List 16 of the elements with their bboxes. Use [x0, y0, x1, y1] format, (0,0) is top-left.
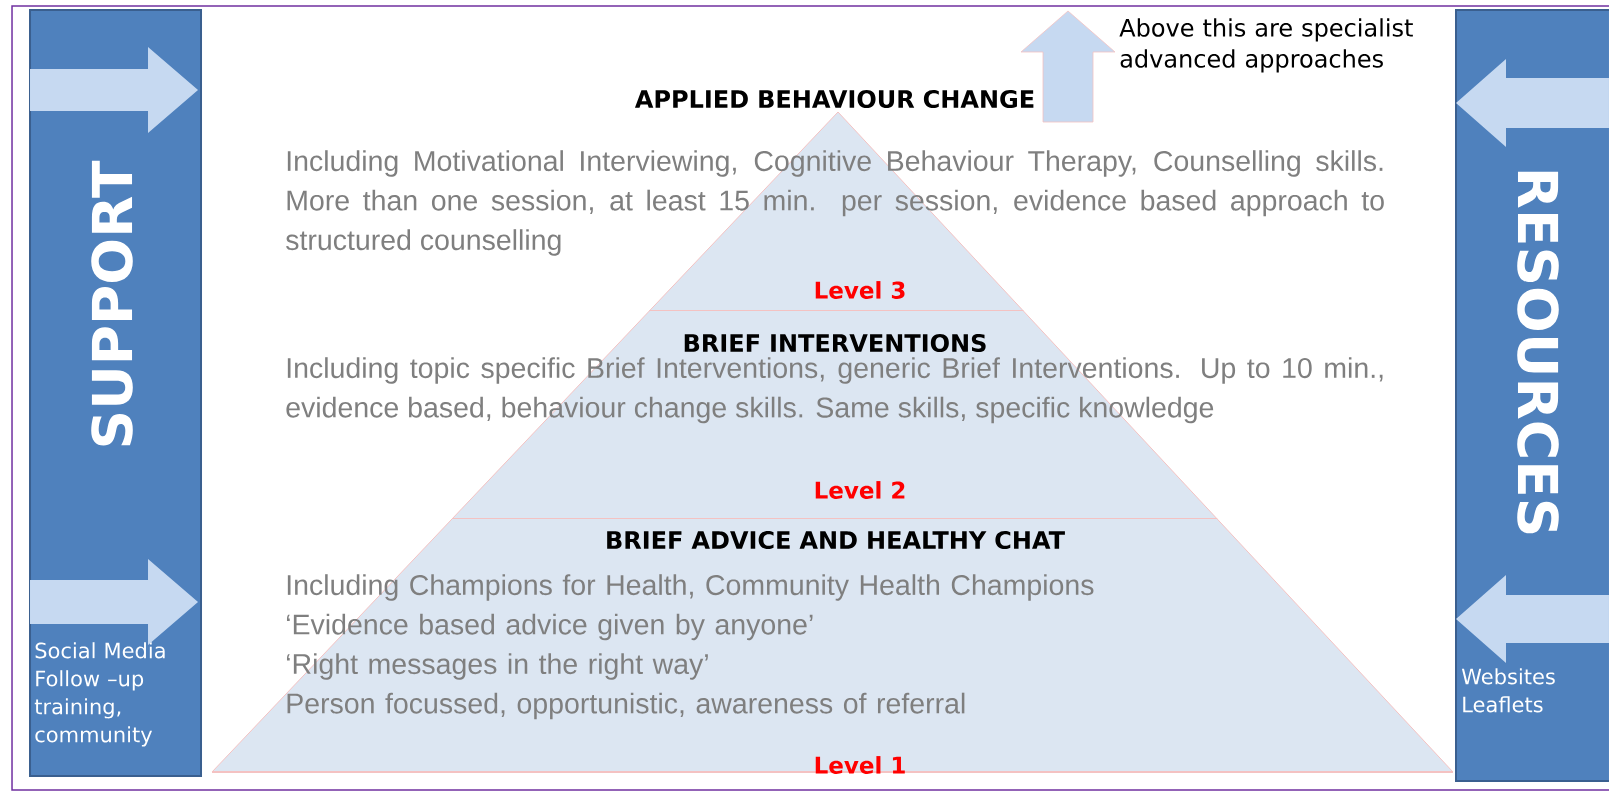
- tier-heading: BRIEF INTERVENTIONS: [684, 333, 986, 353]
- note-text: Above this are specialist advanced approaches: [1119, 18, 1413, 73]
- level-label: Level 1: [815, 756, 905, 774]
- body-text: Including Motivational Interviewing, Cognitive Behaviour Therapy, Counselling skills. More than one session, at least 15 min. per session, evidence based approach to structured counselling: [286, 150, 1384, 256]
- pyramid-tier: [286, 310, 1383, 520]
- level-label: Level 2: [815, 481, 905, 499]
- pyramid-tier: [211, 518, 1454, 774]
- body-text: Including Champions for Health, Community Health Champions: [287, 574, 1094, 601]
- level-label: Level 3: [815, 281, 905, 299]
- body-text: Person focussed, opportunistic, awareness of referral: [287, 692, 965, 720]
- body-text: ‘Right messages in the right way’: [287, 653, 708, 680]
- pyramid-tier: [286, 89, 1384, 312]
- body-text: ‘Evidence based advice given by anyone’: [287, 613, 813, 641]
- tier-heading: BRIEF ADVICE AND HEALTHY CHAT: [607, 530, 1065, 550]
- body-text: Including topic specific Brief Interventions, generic Brief Interventions. Up to 10 min., evidence based, behaviour change skills. Same skills, specific knowledge: [286, 357, 1383, 424]
- tier-heading: APPLIED BEHAVIOUR CHANGE: [634, 89, 1034, 109]
